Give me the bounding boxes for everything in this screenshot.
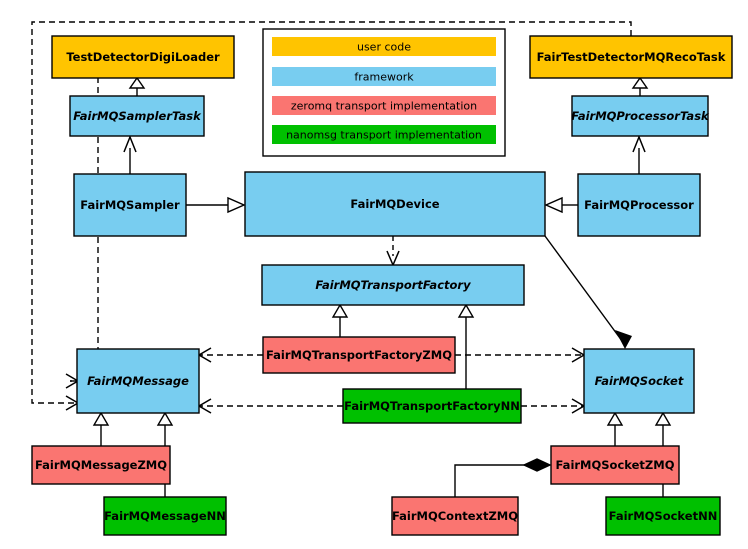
edge-processor-inherits-device — [544, 196, 578, 214]
node-label: FairMQContextZMQ — [392, 509, 518, 523]
node-label: FairMQProcessorTask — [571, 109, 710, 123]
node-label: FairMQMessageNN — [104, 509, 226, 523]
node-box[interactable] — [342, 388, 522, 424]
node-box[interactable] — [550, 445, 680, 485]
node-TestDetectorDigiLoader[interactable]: TestDetectorDigiLoader — [51, 35, 235, 79]
node-FairMQTransportFactoryZMQ[interactable]: FairMQTransportFactoryZMQ — [262, 336, 456, 374]
legend-label-zeromq: zeromq transport implementation — [291, 100, 477, 113]
hollow-triangle-icon — [331, 303, 349, 318]
node-FairMQProcessorTask[interactable]: FairMQProcessorTask — [571, 95, 710, 137]
node-box[interactable] — [73, 173, 187, 237]
edge-contextzmq-composed-in-socketzmq — [454, 458, 552, 497]
node-label: FairMQTransportFactory — [315, 278, 471, 292]
edge-samplertask-inherits-digiloader — [128, 76, 146, 96]
node-box[interactable] — [103, 496, 227, 536]
node-FairMQMessageZMQ[interactable]: FairMQMessageZMQ — [31, 445, 171, 485]
node-box[interactable] — [31, 445, 171, 485]
filled-arrowhead-icon — [615, 330, 632, 349]
node-label: FairMQTransportFactoryZMQ — [266, 348, 452, 362]
node-label: FairMQTransportFactoryNN — [344, 399, 520, 413]
node-label: FairMQDevice — [350, 197, 439, 211]
node-box[interactable] — [76, 348, 200, 414]
node-box[interactable] — [51, 35, 235, 79]
legend-swatch-nanomsg — [272, 125, 496, 144]
node-box[interactable] — [391, 496, 519, 536]
legend-item-nanomsg: nanomsg transport implementation — [272, 125, 496, 144]
node-label: FairMQSocketZMQ — [556, 458, 675, 472]
node-label: FairMQSamplerTask — [73, 109, 202, 123]
node-label: FairMQMessage — [87, 374, 189, 388]
hollow-triangle-icon — [654, 411, 672, 426]
legend-swatch-framework — [272, 67, 496, 86]
legend-label-nanomsg: nanomsg transport implementation — [286, 129, 482, 142]
node-box[interactable] — [262, 336, 456, 374]
hollow-triangle-icon — [544, 196, 563, 214]
hollow-triangle-icon — [457, 303, 475, 318]
edge-device-uses-socket — [544, 235, 632, 349]
node-layer: TestDetectorDigiLoader FairTestDetectorM… — [31, 35, 733, 536]
node-label: FairMQMessageZMQ — [35, 458, 167, 472]
legend: user code framework zeromq transport imp… — [262, 28, 506, 157]
node-FairMQTransportFactory[interactable]: FairMQTransportFactory — [261, 264, 525, 306]
edge-sampler-inherits-device — [186, 196, 246, 214]
edge-socketzmq-inherits-socket — [606, 411, 624, 446]
node-FairMQContextZMQ[interactable]: FairMQContextZMQ — [391, 496, 519, 536]
open-arrowhead-icon — [123, 134, 137, 153]
hollow-triangle-icon — [227, 196, 246, 214]
node-FairMQSocketNN[interactable]: FairMQSocketNN — [605, 496, 721, 536]
open-arrowhead-icon — [632, 134, 646, 153]
node-box[interactable] — [577, 173, 701, 237]
node-FairMQDevice[interactable]: FairMQDevice — [244, 171, 546, 237]
legend-label-framework: framework — [354, 71, 414, 84]
hollow-triangle-icon — [606, 411, 624, 426]
node-FairMQSocket[interactable]: FairMQSocket — [583, 348, 695, 414]
node-FairTestDetectorMQRecoTask[interactable]: FairTestDetectorMQRecoTask — [529, 35, 733, 79]
node-box[interactable] — [69, 95, 205, 137]
node-box[interactable] — [605, 496, 721, 536]
node-FairMQSamplerTask[interactable]: FairMQSamplerTask — [69, 95, 205, 137]
legend-label-user-code: user code — [357, 41, 411, 54]
node-box[interactable] — [261, 264, 525, 306]
node-label: FairMQSocketNN — [609, 509, 718, 523]
hollow-triangle-icon — [156, 411, 174, 426]
edge-processor-uses-processortask — [632, 134, 646, 174]
edge-layer — [31, 21, 672, 497]
edge-messagezmq-inherits-message — [92, 411, 110, 446]
node-FairMQSampler[interactable]: FairMQSampler — [73, 173, 187, 237]
edge-factorynn-inherits-factory — [457, 303, 475, 389]
hollow-triangle-icon — [128, 76, 146, 89]
node-box[interactable] — [583, 348, 695, 414]
node-label: FairMQSocket — [595, 374, 684, 388]
legend-swatch-user-code — [272, 37, 496, 56]
node-FairMQProcessor[interactable]: FairMQProcessor — [577, 173, 701, 237]
node-FairMQTransportFactoryNN[interactable]: FairMQTransportFactoryNN — [342, 388, 522, 424]
filled-diamond-icon — [522, 458, 552, 472]
node-label: FairMQSampler — [80, 198, 180, 212]
edge-processortask-inherits-recotask — [631, 76, 649, 96]
node-label: TestDetectorDigiLoader — [66, 50, 220, 64]
node-FairMQMessage[interactable]: FairMQMessage — [76, 348, 200, 414]
node-box[interactable] — [244, 171, 546, 237]
edge-sampler-uses-samplertask — [123, 134, 137, 174]
node-box[interactable] — [529, 35, 733, 79]
node-label: FairTestDetectorMQRecoTask — [537, 50, 726, 64]
edge-factoryzmq-inherits-factory — [331, 303, 349, 337]
node-box[interactable] — [571, 95, 709, 137]
node-FairMQMessageNN[interactable]: FairMQMessageNN — [103, 496, 227, 536]
legend-item-framework: framework — [272, 67, 496, 86]
legend-swatch-zeromq — [272, 96, 496, 115]
node-label: FairMQProcessor — [584, 198, 694, 212]
hollow-triangle-icon — [631, 76, 649, 89]
legend-item-zeromq: zeromq transport implementation — [272, 96, 496, 115]
node-FairMQSocketZMQ[interactable]: FairMQSocketZMQ — [550, 445, 680, 485]
legend-item-user-code: user code — [272, 37, 496, 56]
hollow-triangle-icon — [92, 411, 110, 426]
